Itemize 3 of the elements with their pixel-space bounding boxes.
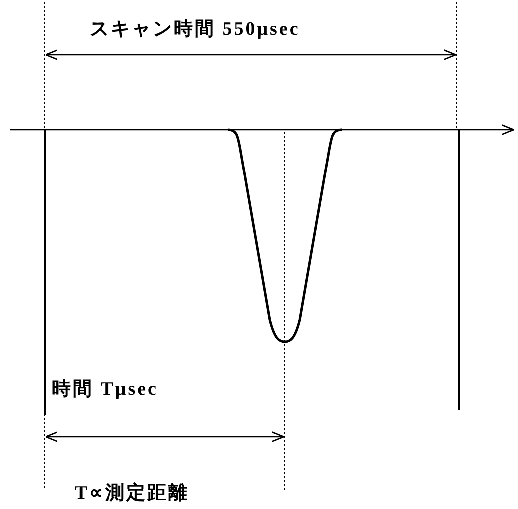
time-label: 時間 Tμsec [52, 378, 158, 402]
distance-label: T∝測定距離 [75, 482, 190, 506]
scan-time-label: スキャン時間 550μsec [90, 18, 300, 42]
